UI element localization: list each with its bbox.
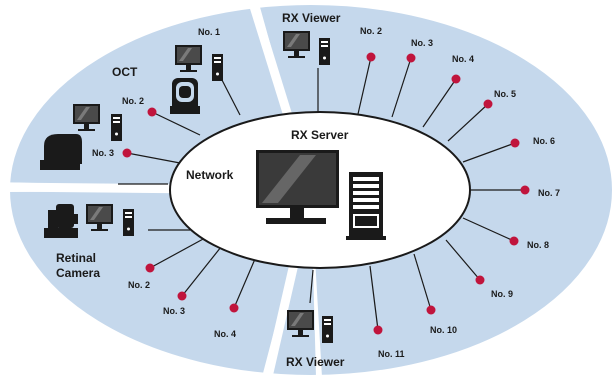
retinal-node-3-dot <box>177 291 187 301</box>
retinal-node-4-dot <box>229 303 239 313</box>
viewer-node-10-label: No. 10 <box>430 325 457 335</box>
viewer-node-3-label: No. 3 <box>411 38 433 48</box>
viewer-node-4-dot <box>451 74 461 84</box>
retinal-node-3-label: No. 3 <box>163 306 185 316</box>
retinal-node-4-label: No. 4 <box>214 329 236 339</box>
viewer-bottom-title: RX Viewer <box>286 355 345 369</box>
oct-2-device-icon <box>40 134 82 170</box>
viewer-node-7-dot <box>520 185 530 195</box>
oct-node-2-label: No. 2 <box>122 96 144 106</box>
viewer-node-5-dot <box>483 99 493 109</box>
viewer-node-5-label: No. 5 <box>494 89 516 99</box>
retinal-title-line1: Retinal <box>56 251 96 265</box>
viewer-node-3-dot <box>406 53 416 63</box>
retinal-node-2-dot <box>145 263 155 273</box>
viewer-node-7-label: No. 7 <box>538 188 560 198</box>
viewer-node-2-dot <box>366 52 376 62</box>
viewer-top-title: RX Viewer <box>282 11 341 25</box>
oct-node-1-label: No. 1 <box>198 27 220 37</box>
network-label: Network <box>186 168 234 182</box>
viewer-node-2-label: No. 2 <box>360 26 382 36</box>
oct-1-device-icon <box>170 78 200 114</box>
node-dots <box>122 52 530 335</box>
viewer-node-8-dot <box>509 236 519 246</box>
server-workstation-icon <box>256 150 386 240</box>
viewer-node-9-label: No. 9 <box>491 289 513 299</box>
outer-ellipse-border <box>8 3 614 377</box>
oct-node-3-label: No. 3 <box>92 148 114 158</box>
viewer-node-11-dot <box>373 325 383 335</box>
viewer-node-11-label: No. 11 <box>378 349 405 359</box>
viewer-node-6-label: No. 6 <box>533 136 555 146</box>
server-label: RX Server <box>291 128 349 142</box>
viewer-node-10-dot <box>426 305 436 315</box>
viewer-node-6-dot <box>510 138 520 148</box>
retinal-camera-device-icon <box>44 204 78 238</box>
retinal-node-2-label: No. 2 <box>128 280 150 290</box>
viewer-node-8-label: No. 8 <box>527 240 549 250</box>
connection-lines <box>118 56 525 331</box>
oct-title: OCT <box>112 65 138 79</box>
oct-node-2-dot <box>147 107 157 117</box>
retinal-title-line2: Camera <box>56 266 100 280</box>
oct-node-3-dot <box>122 148 132 158</box>
node-labels: No. 1 No. 2 No. 3 No. 2 No. 3 No. 4 No. … <box>92 26 560 359</box>
viewer-node-9-dot <box>475 275 485 285</box>
viewer-node-4-label: No. 4 <box>452 54 474 64</box>
